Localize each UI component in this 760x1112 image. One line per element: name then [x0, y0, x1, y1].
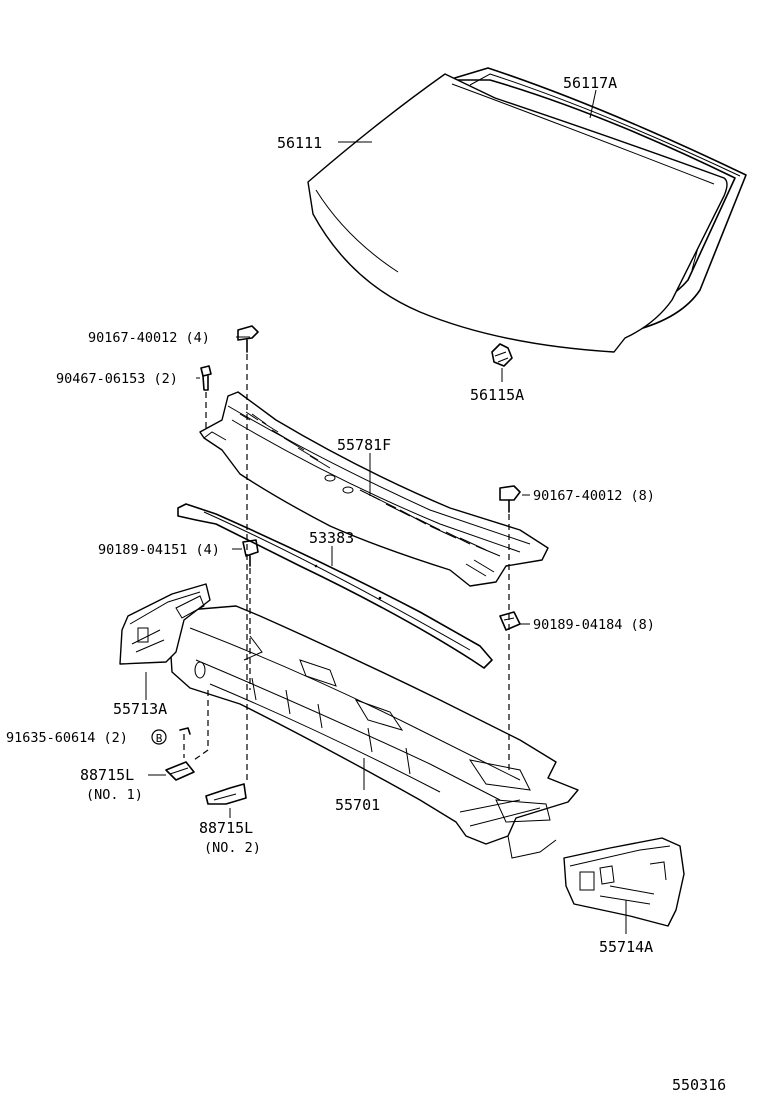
screw-drawing — [179, 727, 191, 735]
windshield-glass-drawing — [307, 67, 747, 353]
label-55713A: 55713A — [113, 700, 167, 718]
label-screw: 91635-60614 (2) — [6, 730, 128, 746]
leader-lines — [145, 89, 597, 818]
label-55701: 55701 — [335, 796, 380, 814]
label-53383: 53383 — [309, 529, 354, 547]
label-55781F: 55781F — [337, 436, 391, 454]
clip-left-drawing — [200, 365, 212, 391]
label-bolt-top: 90167-40012 (4) — [88, 330, 210, 346]
nut-left-drawing — [242, 539, 259, 567]
side-panel-lh-drawing — [119, 583, 211, 665]
diagram-id: 550316 — [672, 1076, 726, 1094]
label-56115A: 56115A — [470, 386, 524, 404]
part-labels: 56117A 56111 90167-40012 (4) 56115A 9046… — [6, 74, 726, 1094]
glass-stopper-drawing — [491, 343, 513, 382]
label-56111: 56111 — [277, 134, 322, 152]
bolt-top-drawing — [237, 325, 259, 353]
label-55714A: 55714A — [599, 938, 653, 956]
clamp-no1-drawing — [165, 761, 195, 781]
assembly-lines — [183, 354, 510, 780]
side-panel-rh-drawing — [563, 837, 685, 934]
screw-marker-circle — [151, 729, 167, 745]
label-88715L-no1: 88715L — [80, 766, 134, 784]
label-clip-left: 90467-06153 (2) — [56, 371, 178, 387]
label-bolt-right: 90167-40012 (8) — [533, 488, 655, 504]
screw-marker-letter: B — [156, 732, 163, 745]
cowl-panel-drawing — [169, 605, 579, 859]
label-56117A: 56117A — [563, 74, 617, 92]
seal-drawing — [177, 503, 493, 669]
label-88715L-no2: 88715L — [199, 819, 253, 837]
label-nut-left: 90189-04151 (4) — [98, 542, 220, 558]
clamp-no2-drawing — [205, 783, 247, 805]
label-88715L-no2-note: (NO. 2) — [204, 840, 261, 856]
label-88715L-no1-note: (NO. 1) — [86, 787, 143, 803]
nut-right-drawing — [499, 611, 521, 631]
bolt-right-drawing — [499, 485, 521, 513]
cowl-louver-drawing — [199, 391, 549, 587]
label-nut-right: 90189-04184 (8) — [533, 617, 655, 633]
